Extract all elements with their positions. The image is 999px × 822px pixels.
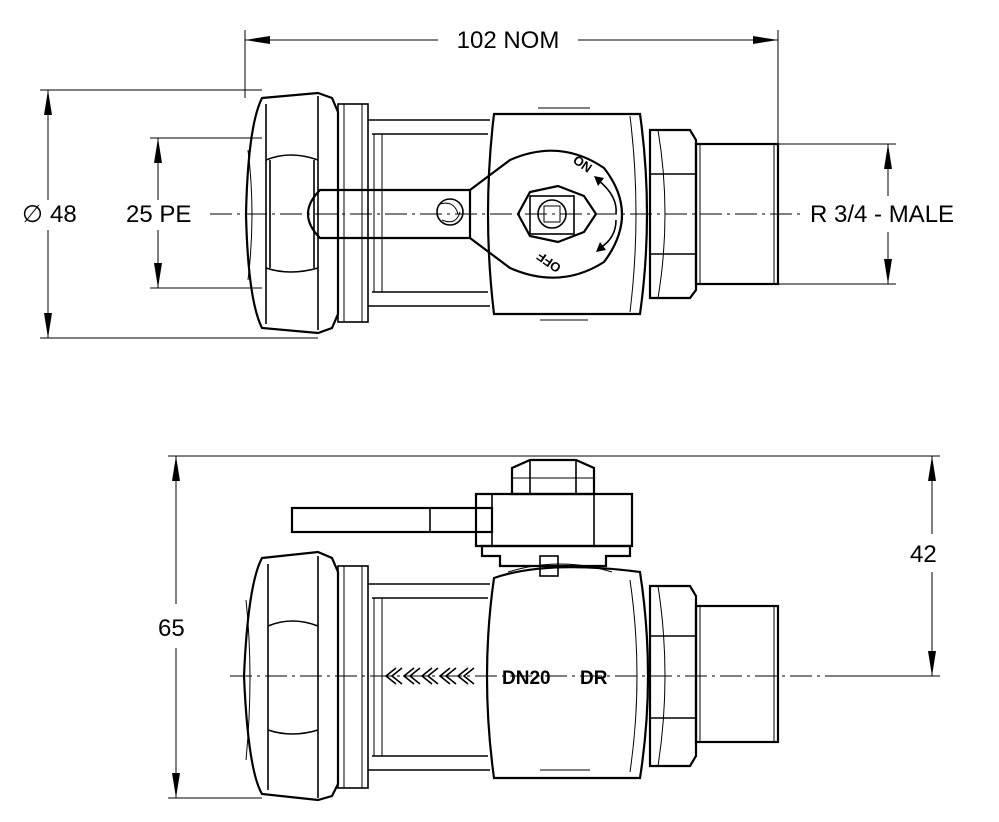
diameter-symbol: ∅ (22, 201, 43, 228)
handle-off-marking: OFF (534, 249, 564, 276)
lever-arm (290, 506, 494, 534)
dim-overall-height-label: 65 (158, 615, 185, 642)
dim-nut-diameter-label: 48 (50, 201, 77, 228)
dim-centre-to-top-label: 42 (910, 541, 937, 568)
dim-pe-size-label: 25 PE (126, 201, 191, 228)
side-valve-body: DN20 DR (485, 563, 650, 780)
side-view: DN20 DR (158, 455, 940, 802)
dim-centre-to-top: 42 (830, 456, 940, 677)
dim-thread-label: R 3/4 - MALE (810, 201, 954, 228)
side-male-thread (694, 604, 780, 744)
handle-on-marking: ON (570, 152, 595, 175)
dim-overall-length-label: 102 NOM (457, 27, 560, 54)
dim-nut-diameter: ∅ 48 (22, 89, 318, 339)
dim-overall-length: 102 NOM (244, 27, 779, 144)
body-material-marking: DR (580, 668, 608, 689)
side-lever-handle (290, 458, 634, 577)
top-view: ON OFF 102 NOM ∅ 48 25 PE (22, 27, 954, 339)
dim-overall-height: 65 (158, 455, 940, 799)
body-size-marking: DN20 (502, 668, 551, 689)
dim-pe-size: 25 PE (126, 137, 262, 289)
side-connecting-tube (368, 583, 490, 771)
top-compression-nut (244, 91, 369, 335)
side-compression-nut (242, 550, 369, 802)
dim-thread: R 3/4 - MALE (778, 143, 954, 285)
top-connecting-tube (368, 119, 490, 307)
